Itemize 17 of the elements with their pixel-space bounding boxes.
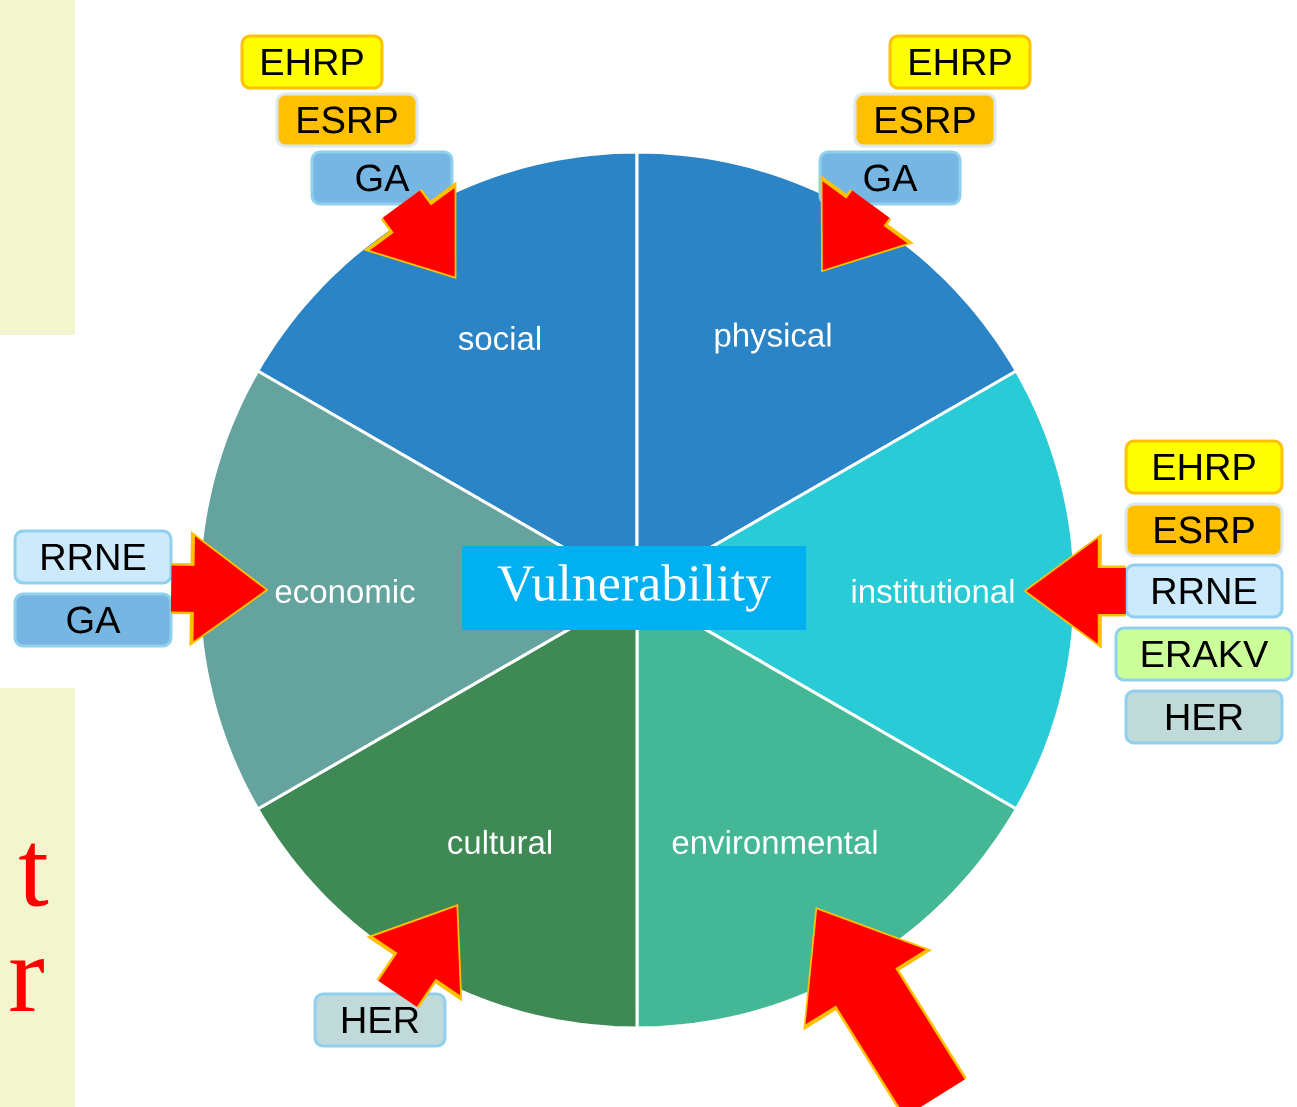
tag-box: ESRP <box>275 92 419 148</box>
tag-box: RRNE <box>1124 563 1284 619</box>
title-box: Vulnerability <box>462 546 806 630</box>
tag-box: HER <box>313 992 447 1048</box>
text-fragment: r <box>10 959 44 1011</box>
text-fragment: t <box>19 843 49 907</box>
tag-box: HER <box>1124 689 1284 745</box>
tag-box: GA <box>310 150 454 206</box>
tag-box: ESRP <box>853 92 997 148</box>
tag-box: GA <box>818 150 962 206</box>
tag-box: EHRP <box>240 34 384 90</box>
tag-box: RRNE <box>13 529 173 585</box>
tag-box: ERAKV <box>1114 626 1294 682</box>
tag-box: GA <box>13 592 173 648</box>
tag-box: EHRP <box>888 34 1032 90</box>
tag-box: EHRP <box>1124 439 1284 495</box>
tag-box: ESRP <box>1124 502 1284 558</box>
